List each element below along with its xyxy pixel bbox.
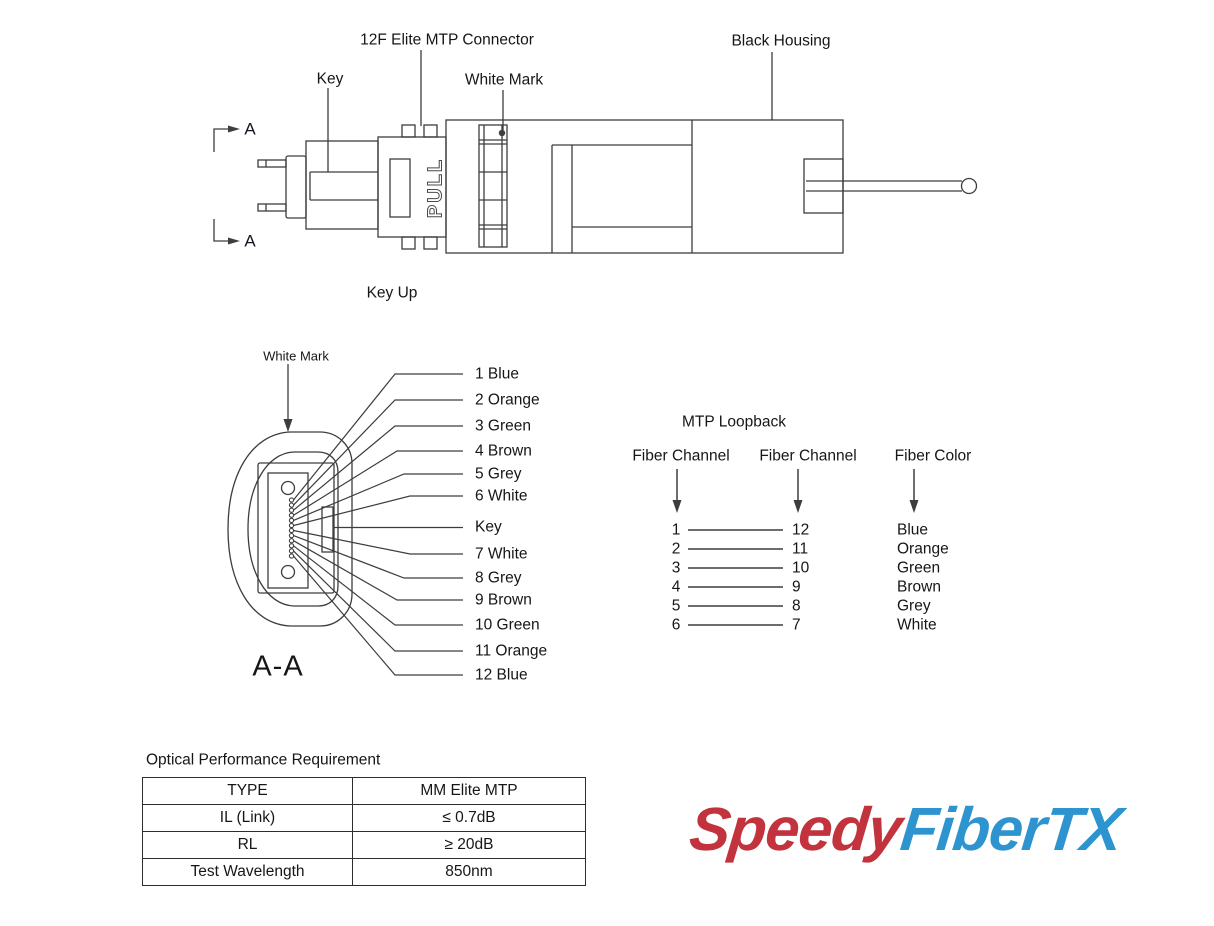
connector-label: 12F Elite MTP Connector bbox=[360, 31, 534, 49]
guide-pin-top bbox=[257, 159, 287, 168]
loopback-row-to: 7 bbox=[792, 616, 801, 634]
table-row: IL (Link) ≤ 0.7dB bbox=[142, 804, 586, 832]
loopback-row-from: 4 bbox=[671, 578, 681, 596]
rear-step bbox=[803, 158, 844, 214]
loopback-row-to: 11 bbox=[792, 540, 809, 558]
fiber-fan-lines bbox=[293, 373, 463, 676]
loopback-row-color: Orange bbox=[897, 540, 949, 558]
section-outer-outline bbox=[227, 431, 353, 627]
loopback-row-color: Brown bbox=[897, 578, 941, 596]
section-marker-bottom-line bbox=[213, 219, 230, 242]
key-up-caption: Key Up bbox=[366, 284, 418, 302]
section-marker-top-arrow bbox=[228, 125, 240, 133]
loopback-row-from: 5 bbox=[671, 597, 681, 615]
loopback-col-3: Fiber Color bbox=[894, 447, 972, 465]
loopback-lines bbox=[672, 469, 919, 626]
loopback-row-to: 10 bbox=[792, 559, 810, 577]
table-cell-param: TYPE bbox=[142, 777, 353, 805]
table-cell-param: Test Wavelength bbox=[142, 858, 353, 886]
section-ferrule-face bbox=[267, 472, 309, 589]
fiber-label-5: 5 Grey bbox=[475, 465, 522, 483]
fiber-label-7: 7 White bbox=[475, 545, 528, 563]
fiber-label-9: 9 Brown bbox=[475, 591, 532, 609]
guide-hole-bottom bbox=[280, 564, 296, 580]
fiber-label-4: 4 Brown bbox=[475, 442, 532, 460]
optical-table-title: Optical Performance Requirement bbox=[146, 751, 381, 769]
section-white-mark-label: White Mark bbox=[263, 348, 329, 364]
fiber-label-8: 8 Grey bbox=[475, 569, 522, 587]
loopback-col-1: Fiber Channel bbox=[632, 447, 730, 465]
loopback-row-color: White bbox=[897, 616, 937, 634]
loopback-row-to: 8 bbox=[792, 597, 801, 615]
loopback-row-from: 1 bbox=[671, 521, 681, 539]
key-label: Key bbox=[316, 70, 344, 88]
table-cell-value: ≥ 20dB bbox=[352, 831, 586, 859]
table-cell-param: IL (Link) bbox=[142, 804, 353, 832]
loopback-row-color: Green bbox=[897, 559, 941, 577]
table-cell-param: RL bbox=[142, 831, 353, 859]
table-row: RL ≥ 20dB bbox=[142, 831, 586, 859]
fiber-label-3: 3 Green bbox=[475, 417, 532, 435]
ferrule bbox=[285, 155, 307, 219]
cable-end bbox=[960, 177, 978, 195]
fiber-label-11: 11 Orange bbox=[475, 642, 548, 660]
loopback-title: MTP Loopback bbox=[682, 413, 786, 431]
fiber-label-2: 2 Orange bbox=[475, 391, 540, 409]
logo-speedy: Speedy bbox=[686, 795, 905, 863]
key-slot bbox=[321, 506, 334, 553]
boot-slot bbox=[389, 158, 411, 218]
loopback-row-color: Grey bbox=[897, 597, 931, 615]
fiber-label-key: Key bbox=[475, 518, 502, 536]
section-marker-bottom-arrow bbox=[228, 237, 240, 245]
loopback-row-to: 9 bbox=[792, 578, 801, 596]
fiber-label-10: 10 Green bbox=[475, 616, 540, 634]
black-housing-label: Black Housing bbox=[731, 32, 831, 50]
connector-front-body bbox=[305, 140, 379, 230]
loopback-col-2: Fiber Channel bbox=[759, 447, 857, 465]
table-cell-value: MM Elite MTP bbox=[352, 777, 586, 805]
side-view-drawing: PULL bbox=[213, 50, 978, 254]
section-white-mark-arrow bbox=[283, 419, 293, 432]
fiber-holes bbox=[288, 497, 295, 559]
section-a-top: A bbox=[244, 119, 256, 139]
table-row: TYPE MM Elite MTP bbox=[142, 777, 586, 805]
loopback-row-to: 12 bbox=[792, 521, 810, 539]
guide-hole-top bbox=[280, 480, 296, 496]
section-view-drawing bbox=[227, 364, 463, 676]
table-cell-value: ≤ 0.7dB bbox=[352, 804, 586, 832]
loopback-row-color: Blue bbox=[897, 521, 929, 539]
white-mark-band bbox=[478, 124, 508, 248]
fiber-label-12: 12 Blue bbox=[475, 666, 528, 684]
section-marker-top-line bbox=[213, 128, 230, 152]
table-cell-value: 850nm bbox=[352, 858, 586, 886]
optical-performance-table: TYPE MM Elite MTP IL (Link) ≤ 0.7dB RL ≥… bbox=[142, 777, 586, 886]
guide-pin-bottom bbox=[257, 203, 287, 212]
fiber-label-1: 1 Blue bbox=[475, 365, 519, 383]
section-a-bottom: A bbox=[244, 231, 256, 251]
speedyfibertx-logo: SpeedyFiberTX bbox=[686, 795, 1124, 863]
fiber-label-6: 6 White bbox=[475, 487, 528, 505]
table-row: Test Wavelength 850nm bbox=[142, 858, 586, 886]
loopback-row-from: 2 bbox=[671, 540, 681, 558]
logo-fibertx: FiberTX bbox=[897, 795, 1125, 863]
section-title: A-A bbox=[252, 650, 304, 683]
white-mark-dot bbox=[498, 129, 506, 137]
white-mark-label: White Mark bbox=[464, 71, 544, 89]
loopback-row-from: 6 bbox=[671, 616, 681, 634]
loopback-row-from: 3 bbox=[671, 559, 681, 577]
pull-text: PULL bbox=[424, 158, 446, 218]
